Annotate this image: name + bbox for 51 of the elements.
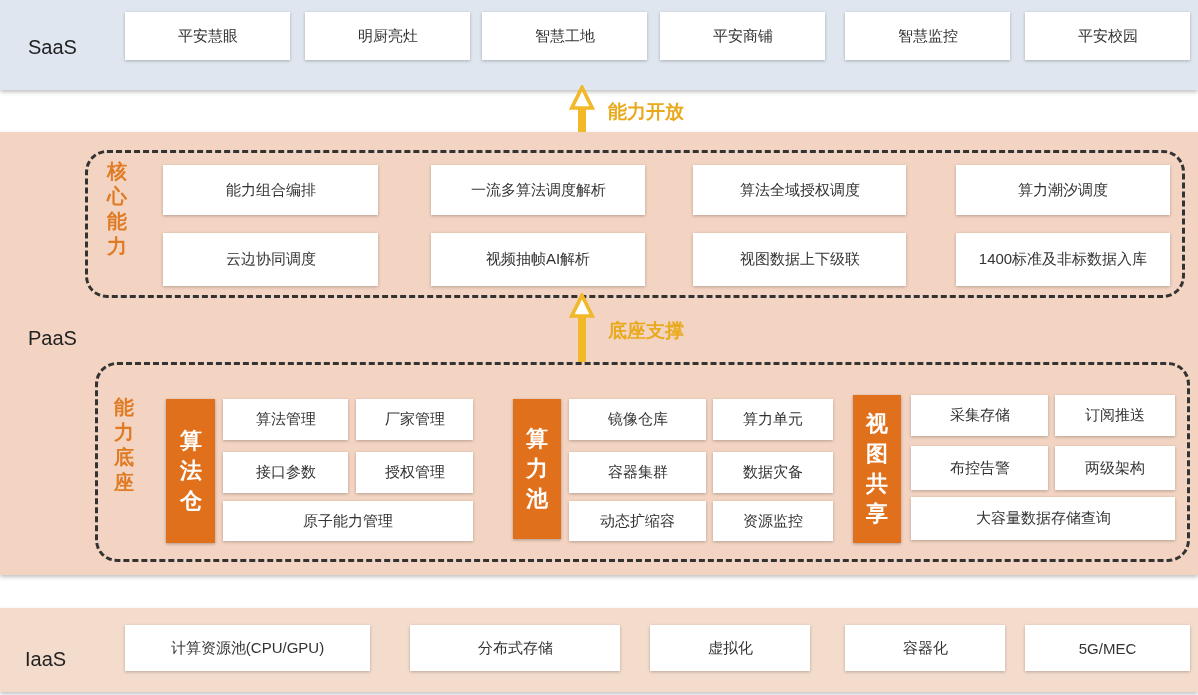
capability-box: 平安商铺 xyxy=(660,12,825,60)
capability-box: 容器集群 xyxy=(569,452,706,493)
layer-title: SaaS xyxy=(28,36,77,59)
layer-title: IaaS xyxy=(25,648,67,671)
capability-box: 采集存储 xyxy=(911,395,1048,436)
module-pillar: 算力池 xyxy=(513,399,561,539)
capability-box: 接口参数 xyxy=(223,452,348,493)
capability-box: 授权管理 xyxy=(356,452,473,493)
capability-box: 动态扩缩容 xyxy=(569,501,706,541)
capability-box: 算法全域授权调度 xyxy=(693,165,906,215)
capability-box: 虚拟化 xyxy=(650,625,810,671)
capability-box: 订阅推送 xyxy=(1055,395,1175,436)
capability-box: 分布式存储 xyxy=(410,625,620,671)
module-pillar: 视图共享 xyxy=(853,395,901,543)
capability-box: 智慧工地 xyxy=(482,12,647,60)
capability-box: 5G/MEC xyxy=(1025,625,1190,671)
layer-title: PaaS xyxy=(28,327,77,350)
group-title: 能力底座 xyxy=(113,395,135,495)
capability-box: 平安校园 xyxy=(1025,12,1190,60)
capability-box: 数据灾备 xyxy=(713,452,833,493)
layer-band xyxy=(0,608,1198,692)
capability-box: 视图数据上下级联 xyxy=(693,233,906,286)
capability-box: 算力潮汐调度 xyxy=(956,165,1170,215)
capability-box: 计算资源池(CPU/GPU) xyxy=(125,625,370,671)
capability-box: 一流多算法调度解析 xyxy=(431,165,645,215)
capability-box: 容器化 xyxy=(845,625,1005,671)
capability-box: 资源监控 xyxy=(713,501,833,541)
module-pillar: 算法仓 xyxy=(166,399,215,543)
dashed-group-frame xyxy=(95,362,1190,562)
capability-box: 厂家管理 xyxy=(356,399,473,440)
layer-band xyxy=(0,0,1198,90)
arrow xyxy=(569,85,595,132)
capability-box: 云边协同调度 xyxy=(163,233,378,286)
dashed-group-frame xyxy=(85,150,1185,298)
capability-box: 明厨亮灶 xyxy=(305,12,470,60)
capability-box: 能力组合编排 xyxy=(163,165,378,215)
capability-box: 算法管理 xyxy=(223,399,348,440)
capability-box: 视频抽帧AI解析 xyxy=(431,233,645,286)
capability-box: 算力单元 xyxy=(713,399,833,440)
edge-label: 能力开放 xyxy=(608,100,684,124)
edge-label: 底座支撑 xyxy=(608,319,684,343)
capability-box: 智慧监控 xyxy=(845,12,1010,60)
capability-box: 镜像仓库 xyxy=(569,399,706,440)
capability-box: 布控告警 xyxy=(911,446,1048,490)
capability-box: 原子能力管理 xyxy=(223,501,473,541)
capability-box: 1400标准及非标数据入库 xyxy=(956,233,1170,286)
capability-box: 大容量数据存储查询 xyxy=(911,497,1175,540)
capability-box: 两级架构 xyxy=(1055,446,1175,490)
group-title: 核心能力 xyxy=(106,159,128,259)
layer-band xyxy=(0,132,1198,575)
capability-box: 平安慧眼 xyxy=(125,12,290,60)
